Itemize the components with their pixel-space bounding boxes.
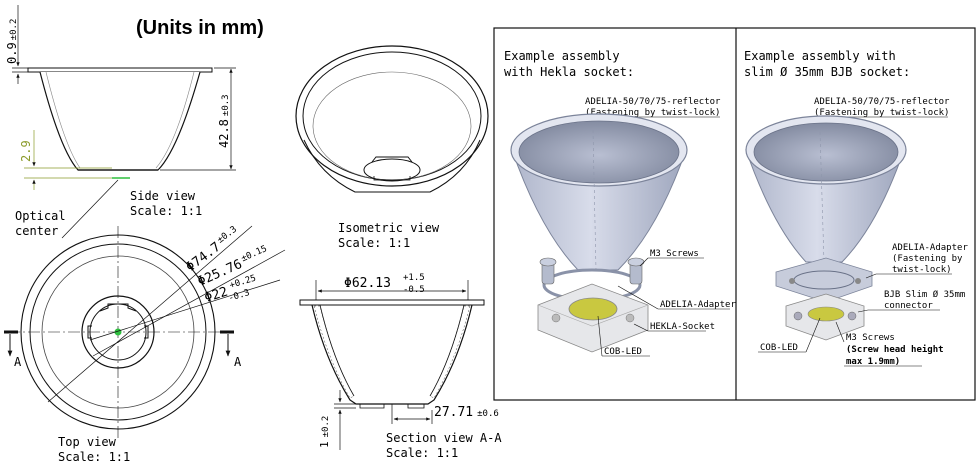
hekla-socket-label: HEKLA-Socket xyxy=(650,322,715,332)
hekla-reflector-line1: ADELIA-50/70/75-reflector xyxy=(585,97,721,107)
hekla-reflector-line2: (Fastening by twist-lock) xyxy=(585,108,720,118)
hekla-reflector-render xyxy=(510,113,688,271)
section-view-title: Section view A-A xyxy=(386,431,502,445)
side-view xyxy=(12,5,236,190)
hekla-led-label: COB-LED xyxy=(604,347,642,357)
hekla-adapter-label: ADELIA-Adapter xyxy=(660,300,736,310)
section-dim-bottom: 27.71±0.6 xyxy=(434,405,499,420)
bjb-adapter-render xyxy=(775,257,873,303)
isometric-view-title: Isometric view xyxy=(338,221,440,235)
hekla-title-line1: Example assembly xyxy=(504,49,620,63)
isometric-view xyxy=(295,45,489,193)
isometric-view-scale: Scale: 1:1 xyxy=(338,236,410,250)
bjb-screws-line3: max 1.9mm) xyxy=(846,357,900,367)
section-view xyxy=(299,280,485,450)
bjb-adapter-line1: ADELIA-Adapter xyxy=(892,243,968,253)
bjb-title-line2: slim Ø 35mm BJB socket: xyxy=(744,65,910,79)
top-view xyxy=(4,225,286,438)
side-view-scale: Scale: 1:1 xyxy=(130,204,202,218)
hekla-socket-render xyxy=(537,283,649,353)
bjb-reflector-render xyxy=(745,115,907,263)
hekla-screws-label: M3 Screws xyxy=(650,249,699,259)
bjb-connector-line1: BJB Slim Ø 35mm xyxy=(884,289,965,300)
top-view-scale: Scale: 1:1 xyxy=(58,450,130,464)
optical-leader xyxy=(61,179,119,239)
bjb-adapter-line2: (Fastening by xyxy=(892,254,963,264)
section-dim-side: 1±0.2 xyxy=(318,416,331,448)
side-dim-optical: 2.9 xyxy=(19,140,33,162)
top-section-left: A xyxy=(14,355,22,369)
side-view-title: Side view xyxy=(130,189,196,203)
assembly-panel xyxy=(493,27,976,401)
optical-center-line1: Optical xyxy=(15,209,66,223)
bjb-connector-render xyxy=(785,293,865,341)
section-dim-top-tol-minus: -0.5 xyxy=(403,285,425,295)
bjb-screws-line2: (Screw head height xyxy=(846,344,944,355)
bjb-reflector-line1: ADELIA-50/70/75-reflector xyxy=(814,97,950,107)
bjb-title-line1: Example assembly with xyxy=(744,49,896,63)
bjb-reflector-line2: (Fastening by twist-lock) xyxy=(814,108,949,118)
side-dim-top: 0.9±0.2 xyxy=(5,19,19,64)
bjb-screws-line1: M3 Screws xyxy=(846,333,895,343)
bjb-connector-line2: connector xyxy=(884,301,933,311)
hekla-title-line2: with Hekla socket: xyxy=(504,65,634,79)
bjb-led-label: COB-LED xyxy=(760,343,798,353)
optical-center-line2: center xyxy=(15,224,58,238)
top-section-right: A xyxy=(234,355,242,369)
side-dim-height: 42.8±0.3 xyxy=(217,94,231,148)
top-view-title: Top view xyxy=(58,435,117,449)
bjb-adapter-line3: twist-lock) xyxy=(892,265,952,275)
section-dim-top: Φ62.13 xyxy=(344,276,391,291)
section-view-scale: Scale: 1:1 xyxy=(386,446,458,460)
section-dim-top-tol-plus: +1.5 xyxy=(403,273,425,283)
units-label: (Units in mm) xyxy=(136,17,264,39)
